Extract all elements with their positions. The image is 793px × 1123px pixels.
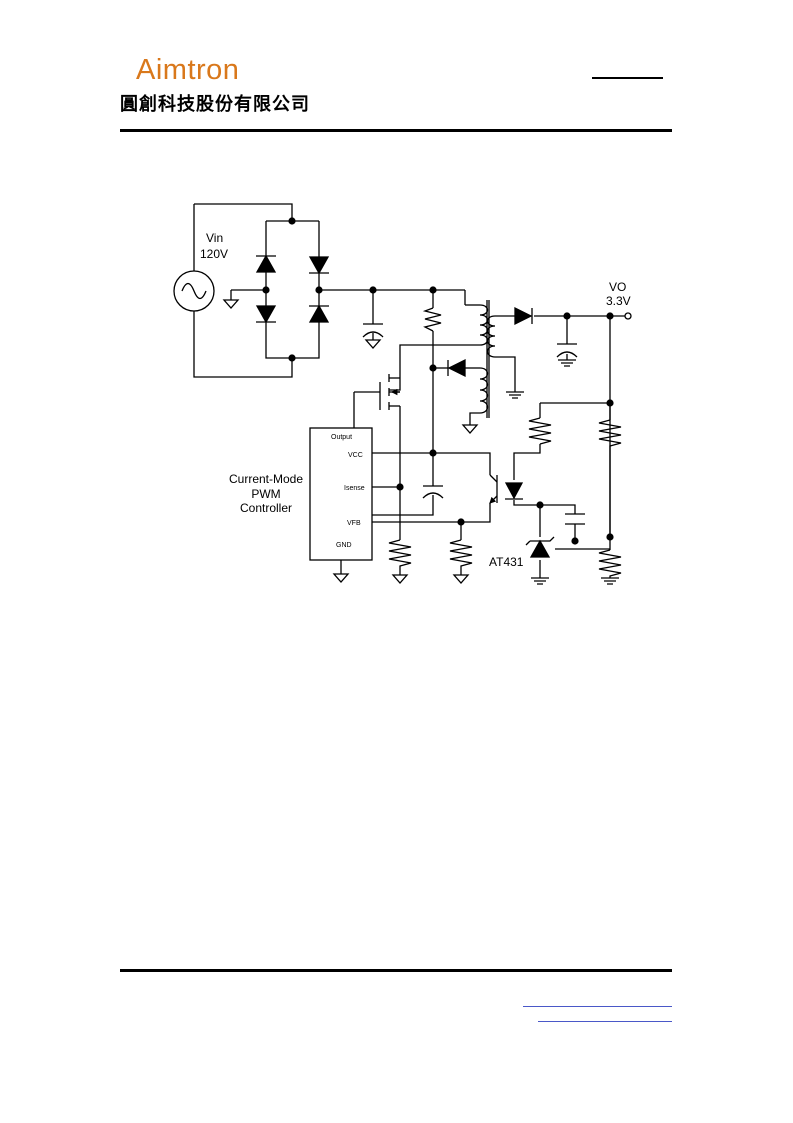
pwm-controller-box — [309, 427, 373, 561]
output-terminal — [624, 312, 632, 320]
controller-label-line2: PWM — [251, 487, 280, 501]
at431-shunt-reference — [525, 536, 555, 558]
company-logo: Aimtron — [136, 54, 239, 86]
schematic-wires — [193, 203, 626, 578]
mosfet — [388, 374, 400, 410]
footer-link-underline-2[interactable] — [538, 1021, 672, 1022]
controller-label-line3: Controller — [240, 501, 292, 515]
opto-transistor — [489, 474, 498, 504]
vin-label: Vin — [206, 231, 223, 245]
pin-vcc: VCC — [348, 452, 363, 459]
pin-isense: Isense — [344, 485, 365, 492]
at431-label: AT431 — [489, 555, 524, 569]
logo-text: Aimtron — [136, 54, 240, 86]
capacitors — [362, 323, 585, 525]
vo-value: 3.3V — [606, 294, 631, 308]
controller-label-line1: Current-Mode — [229, 472, 303, 486]
rectifier-diodes — [447, 306, 533, 500]
ac-source-symbol — [173, 270, 215, 312]
transformer — [479, 300, 496, 418]
vo-label: VO — [609, 280, 626, 294]
company-name-chinese: 圓創科技股份有限公司 — [120, 94, 310, 115]
ground-symbols — [222, 299, 619, 585]
header-rule — [120, 129, 672, 132]
bridge-diodes — [255, 254, 330, 324]
resistors — [388, 307, 622, 578]
pin-gnd: GND — [336, 542, 352, 549]
pin-output: Output — [331, 434, 352, 441]
pin-vfb: VFB — [347, 520, 361, 527]
vin-value: 120V — [200, 247, 228, 261]
footer-rule — [120, 969, 672, 972]
header-short-rule — [592, 77, 663, 79]
footer-link-underline-1[interactable] — [523, 1006, 672, 1007]
